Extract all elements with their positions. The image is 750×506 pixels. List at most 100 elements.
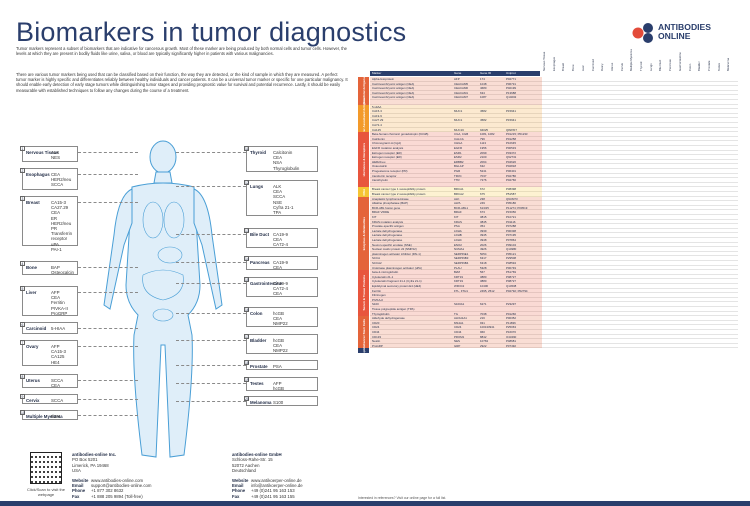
marker-item: HER2/neu <box>51 220 72 226</box>
leader-line <box>176 365 246 366</box>
organ-column-header: Gastrointestine <box>677 52 682 71</box>
uniprot-id: P06731 <box>506 81 516 86</box>
row-tint <box>370 196 542 202</box>
marker-item: CA72-4 <box>273 242 288 248</box>
marker-item: B2M <box>51 414 61 419</box>
qr-code[interactable] <box>30 452 62 484</box>
marker-name: HER2/neu <box>372 159 386 164</box>
gene-symbol: BCR-ABL1 <box>454 205 469 210</box>
organ-number: 9 <box>20 394 25 399</box>
marker-item: CEA <box>51 295 61 301</box>
website-link-us[interactable]: www.antibodies-online.com <box>91 477 144 483</box>
marker-name: Alkaline phosphatase (BAP) <box>372 201 408 206</box>
gene-symbol: ALPL <box>454 201 462 206</box>
uniprot-id: P01266 <box>506 311 516 316</box>
marker-name: KIT <box>372 215 377 219</box>
row-tint <box>370 339 542 344</box>
uniprot-id: Q8WXI7 <box>506 127 517 132</box>
row-tint <box>370 233 542 238</box>
organ-number: 10 <box>20 410 25 415</box>
organ-name: Cervix <box>26 398 40 403</box>
email-link-us[interactable]: support@antibodies-online.com <box>91 483 152 489</box>
marker-name: 5-HIAA <box>372 104 382 109</box>
gene-symbol: NES <box>454 339 460 344</box>
table-row: PIVKA-II <box>370 297 738 303</box>
table-footnote[interactable]: Interested in references? Visit our onli… <box>358 496 447 500</box>
row-tint <box>370 178 542 183</box>
marker-item: BAP <box>51 265 60 270</box>
leader-line <box>176 262 246 263</box>
uniprot-id: P10645 <box>506 141 516 146</box>
website-link-de[interactable]: www.antikoerper-online.de <box>251 477 302 483</box>
qr-caption: Click/Scan to visit the webpage <box>26 487 65 497</box>
organ-number: 1 <box>20 146 25 151</box>
table-row: CA19-9 <box>370 113 738 119</box>
gene-symbol: ALDH1A1 <box>454 316 467 321</box>
organ-number: 7 <box>20 340 25 345</box>
marker-name: Lactate dehydrogenase <box>372 228 403 233</box>
gene-symbol: S100A1 <box>454 302 465 307</box>
marker-name: Breast cancer type 1 susceptibility prot… <box>372 187 426 192</box>
marker-item: ProGRP <box>51 310 68 316</box>
organ-markers: SCCA <box>51 398 63 403</box>
brand-logo[interactable]: ANTIBODIES ONLINE <box>631 22 735 44</box>
gene-id: 3939 <box>480 228 487 233</box>
category-label: Peptide <box>358 345 369 356</box>
marker-item: CEA <box>273 155 283 161</box>
marker-item: hcGB <box>273 386 284 392</box>
category-text: Enzymes & Metabolites <box>361 216 366 251</box>
marker-name: Anaplastic lymphoma kinase <box>372 196 409 201</box>
label: Website <box>72 477 89 483</box>
category-text: DNA <box>361 188 366 196</box>
table-row: Epididymal secretory protein E4 (HE4)WFD… <box>370 284 738 289</box>
marker-name: CA27.29 <box>372 118 384 123</box>
row-tint <box>370 104 542 110</box>
organ-number: 15 <box>244 277 249 282</box>
address-us: antibodies-online Inc. PO Box 5201 Limer… <box>72 452 222 499</box>
marker-item: Thyroglobulin <box>273 165 300 171</box>
uniprot-id: P02786 <box>506 173 516 178</box>
organ-number: 8 <box>20 374 25 379</box>
marker-item: CA27.29 <box>51 205 69 211</box>
uniprot-id: Q14980 <box>506 247 517 252</box>
organ-number: 2 <box>20 168 25 173</box>
marker-name: Estrogen receptor (ER) <box>372 150 402 155</box>
table-row: plasminogen activator inhibitor (PAI-1)S… <box>370 251 738 257</box>
category-label: Cancer Stem Cells <box>358 316 369 349</box>
marker-name: BRAF V600E <box>372 210 390 215</box>
organ-column-header: Thyroid <box>639 61 643 71</box>
email-link-de[interactable]: info@antikoerper-online.de <box>251 483 303 489</box>
organ-name: Bile Duct <box>250 232 270 237</box>
row-tint <box>370 293 542 298</box>
row-tint <box>370 187 542 192</box>
gene-symbol: BRCA2 <box>454 192 464 196</box>
fax-de: +49 (0)241 95 163 155 <box>251 493 295 499</box>
row-tint <box>370 113 542 119</box>
marker-item: PSA <box>273 364 282 369</box>
organ-column-header: Uterus <box>609 62 614 71</box>
gene-symbol: ESR1 <box>454 150 462 155</box>
header-gene-id: Gene ID <box>480 71 492 75</box>
marker-name: Thyroglobulin <box>372 311 390 316</box>
table-row: Breast cancer type 1 susceptibility prot… <box>370 187 738 192</box>
leader-line <box>78 267 138 268</box>
marker-item: CEA <box>273 316 283 322</box>
gene-symbol: WFDC2 <box>454 284 465 288</box>
label: Email <box>232 483 244 489</box>
gene-symbol: BRCA1 <box>454 187 464 192</box>
uniprot-id: P08727 <box>506 274 516 279</box>
header-marker: Marker <box>372 71 382 75</box>
